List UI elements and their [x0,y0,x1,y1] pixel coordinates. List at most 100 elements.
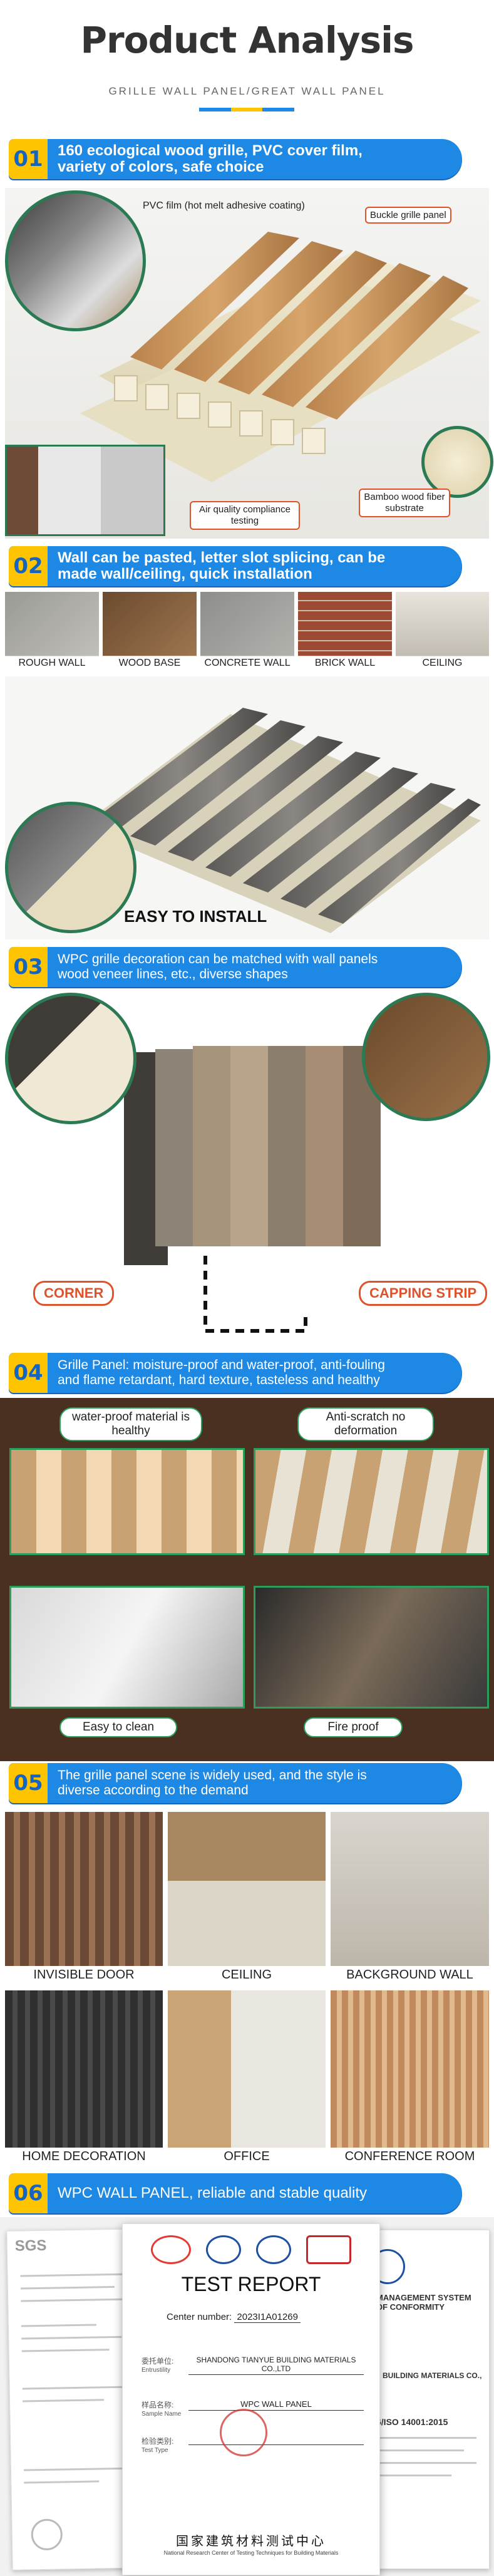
surface-concrete-wall: CONCRETE WALL [200,592,294,670]
section-3-product-image: CORNER CAPPING STRIP [5,993,490,1343]
page-title: Product Analysis [80,19,414,61]
center-name-en: National Research Center of Testing Tech… [163,2550,339,2556]
corner-detail-circle [5,993,136,1124]
capping-detail-circle [362,993,490,1121]
scene-invisible-door: INVISIBLE DOOR [5,1812,163,1984]
section-1-product-image: PVC film (hot melt adhesive coating) Buc… [5,188,493,539]
surface-rough-wall-label: ROUGH WALL [5,656,99,670]
section-2-banner: 02 Wall can be pasted, letter slot splic… [9,546,462,586]
company-value: SHANDONG TIANYUE BUILDING MATERIALS CO.,… [188,2356,364,2375]
wall-surface-tiles: ROUGH WALL WOOD BASE CONCRETE WALL BRICK… [5,592,489,670]
mixed-grille-slats [124,1046,381,1333]
section-2-line-1: Wall can be pasted, letter slot splicing… [58,549,386,566]
waterproof-label: water-proof material is healthy [59,1407,202,1441]
cnbtc-badge-icon [306,2235,351,2264]
title-accent-bar [199,108,295,111]
surface-concrete-wall-label: CONCRETE WALL [200,656,294,670]
test-report-document: TEST REPORT Center number: 2023I1A01269 … [122,2223,380,2575]
surface-rough-wall: ROUGH WALL [5,592,99,670]
scene-background-wall-label: BACKGROUND WALL [331,1966,489,1984]
certificates-area: SGS MANAGEMENT SYSTEM OF CONFORMITY BUIL… [0,2217,494,2576]
sample-value: WPC WALL PANEL [188,2399,364,2411]
pvc-film-detail-circle [5,190,146,331]
section-1-number: 01 [9,139,48,179]
section-5-line-2: diverse according to the demand [58,1783,249,1798]
iso-company: BUILDING MATERIALS CO., [383,2371,482,2380]
buckle-grille-label: Buckle grille panel [365,207,451,224]
section-2-line-2: made wall/ceiling, quick installation [58,566,312,582]
test-type-label: Test Type [142,2447,168,2454]
surface-brick-wall: BRICK WALL [298,592,392,670]
fire-proof-label: Fire proof [304,1717,403,1737]
center-number: 2023I1A01269 [234,2312,301,2323]
bamboo-fiber-detail-circle [421,426,493,498]
section-4-banner: 04 Grille Panel: moisture-proof and wate… [9,1353,462,1393]
section-2-number: 02 [9,546,48,586]
section-5-line-1: The grille panel scene is widely used, a… [58,1768,367,1782]
section-4-features-image: water-proof material is healthy Anti-scr… [0,1398,494,1761]
section-5-banner: 05 The grille panel scene is widely used… [9,1763,462,1803]
fire-proof-image [254,1586,489,1709]
iso-standard: 6/ISO 14001:2015 [376,2417,448,2427]
scene-office-label: OFFICE [168,2148,326,2166]
corner-label: CORNER [33,1281,115,1306]
ilac-badge-icon [206,2235,241,2264]
scene-conference-room-label: CONFERENCE ROOM [331,2148,489,2166]
sgs-logo: SGS [14,2237,47,2255]
section-5-number: 05 [9,1763,48,1803]
section-1-line-1: 160 ecological wood grille, PVC cover fi… [58,142,363,159]
surface-brick-wall-label: BRICK WALL [298,656,392,670]
center-name-cn: 国家建筑材料测试中心 [176,2535,326,2548]
easy-clean-label: Easy to clean [59,1717,177,1737]
category-cn-label: 检验类别: [142,2437,174,2446]
surface-ceiling: CEILING [396,592,489,670]
air-quality-label: Air quality compliance testing [190,501,300,530]
grey-grille-illustration: EASY TO INSTALL [5,676,489,939]
scene-gallery: INVISIBLE DOOR CEILING BACKGROUND WALL H… [5,1812,489,2166]
bamboo-fiber-label: Bamboo wood fiber substrate [359,489,450,517]
section-3-line-2: wood veneer lines, etc., diverse shapes [58,967,288,981]
anti-scratch-label: Anti-scratch no deformation [297,1407,434,1441]
test-report-badges [151,2235,351,2264]
surface-wood-base: WOOD BASE [103,592,197,670]
sample-cn-label: 样品名称: [142,2401,174,2409]
center-number-label: Center number: [167,2312,232,2322]
section-3-banner: 03 WPC grille decoration can be matched … [9,947,462,987]
company-cn-label: 委托单位: [142,2357,174,2366]
scene-invisible-door-label: INVISIBLE DOOR [5,1966,163,1984]
grille-profile-detail-circle [5,802,136,933]
surface-wood-base-label: WOOD BASE [103,656,197,670]
section-3-line-1: WPC grille decoration can be matched wit… [58,952,378,966]
cnas-badge-icon [256,2235,291,2264]
surface-ceiling-label: CEILING [396,656,489,670]
cma-badge-icon [151,2235,191,2264]
section-3-number: 03 [9,947,48,987]
page-subtitle: GRILLE WALL PANEL/GREAT WALL PANEL [108,85,386,97]
scene-ceiling-label: CEILING [168,1966,326,1984]
section-6-text: WPC WALL PANEL, reliable and stable qual… [58,2185,368,2201]
capping-strip-label: CAPPING STRIP [359,1281,488,1306]
iso-heading-2: OF CONFORMITY [376,2302,445,2312]
scene-home-decoration: HOME DECORATION [5,1990,163,2166]
iso-heading-1: MANAGEMENT SYSTEM [376,2293,471,2302]
section-4-number: 04 [9,1353,48,1393]
easy-clean-image [9,1586,245,1709]
section-6-number: 06 [9,2173,48,2213]
company-en-label: Entrustility [142,2367,171,2374]
section-4-line-2: and flame retardant, hard texture, taste… [58,1373,380,1387]
section-1-line-2: variety of colors, safe choice [58,158,264,175]
easy-install-label: EASY TO INSTALL [124,907,267,926]
scene-background-wall: BACKGROUND WALL [331,1812,489,1984]
anti-scratch-image [254,1448,489,1555]
section-6-banner: 06 WPC WALL PANEL, reliable and stable q… [9,2173,462,2213]
scene-ceiling: CEILING [168,1812,326,1984]
red-stamp-icon [220,2409,267,2456]
waterproof-image [9,1448,245,1555]
section-1-banner: 01 160 ecological wood grille, PVC cover… [9,139,462,179]
grey-grille-slats [80,708,481,933]
section-4-line-1: Grille Panel: moisture-proof and water-p… [58,1358,385,1372]
scene-conference-room: CONFERENCE ROOM [331,1990,489,2166]
scene-home-decoration-label: HOME DECORATION [5,2148,163,2166]
sgs-stamp-icon [31,2518,63,2551]
pvc-film-label: PVC film (hot melt adhesive coating) [143,200,305,211]
